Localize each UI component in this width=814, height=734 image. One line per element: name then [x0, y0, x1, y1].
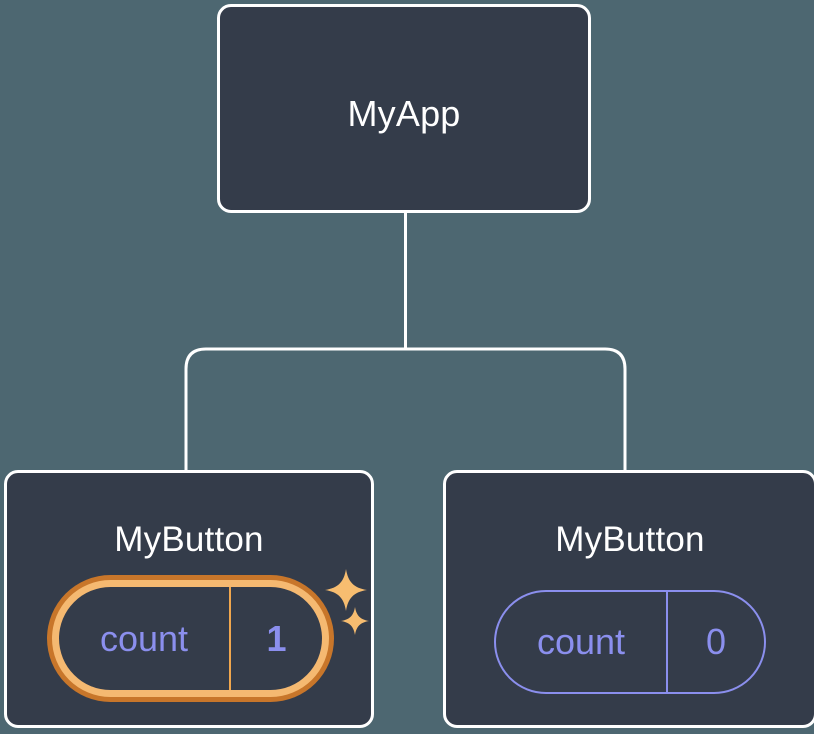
connector-branch-right: [405, 347, 627, 472]
state-key-label: count: [496, 592, 668, 692]
state-pill-inner-ring: count 1: [52, 580, 329, 697]
node-mybutton-second[interactable]: MyButton count 0: [443, 470, 814, 728]
state-pill-glow-ring: count 1: [47, 575, 334, 702]
state-key-label: count: [59, 587, 231, 690]
sparkle-small-icon: [341, 607, 369, 635]
state-pill-body: count 0: [494, 590, 766, 694]
node-mybutton-first[interactable]: MyButton count 1: [4, 470, 374, 728]
state-pill-body: count 1: [59, 587, 322, 690]
node-mybutton-second-label: MyButton: [555, 520, 705, 559]
node-myapp[interactable]: MyApp: [217, 4, 591, 213]
state-pill-highlighted[interactable]: count 1: [47, 575, 334, 702]
node-mybutton-first-label: MyButton: [114, 520, 264, 559]
node-myapp-label: MyApp: [347, 93, 461, 134]
connector-branch-left: [184, 347, 406, 472]
state-value-label: 1: [266, 617, 287, 659]
state-pill-plain[interactable]: count 0: [494, 590, 766, 694]
state-value-label: 0: [705, 621, 727, 662]
